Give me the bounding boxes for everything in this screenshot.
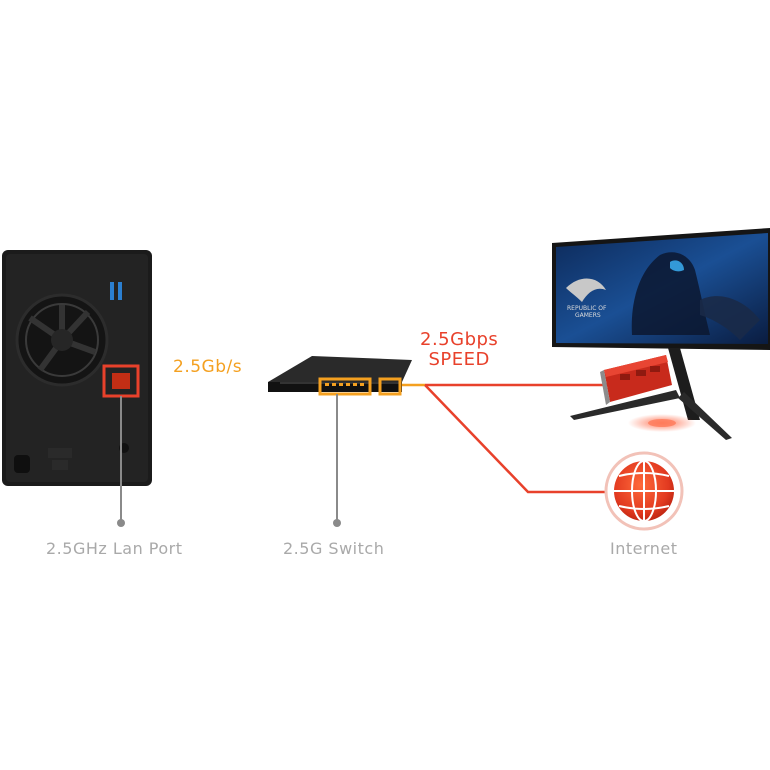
network-switch-icon	[268, 356, 412, 392]
nas-device-icon	[2, 250, 152, 486]
monitor-logo-line-1: REPUBLIC OF	[567, 305, 607, 312]
lan-port-label: 2.5GHz Lan Port	[46, 539, 183, 558]
switch-leader	[333, 394, 341, 527]
switch-to-internet-cable	[424, 384, 610, 494]
switch-port-highlight	[318, 377, 402, 396]
pc-link-speed-line-1: 2.5Gbps	[420, 329, 499, 350]
pc-link-speed-line-2: SPEED	[428, 349, 490, 370]
switch-label: 2.5G Switch	[283, 539, 385, 558]
pc-link-speed-label: 2.5Gbps SPEED	[420, 330, 498, 370]
pcie-network-card-icon	[600, 355, 672, 405]
globe-icon	[604, 451, 684, 531]
nas-link-speed-label: 2.5Gb/s	[173, 357, 243, 377]
gaming-monitor-icon	[552, 228, 770, 440]
internet-label: Internet	[610, 539, 678, 558]
monitor-logo-line-2: GAMERS	[575, 312, 601, 319]
monitor-logo-text: REPUBLIC OF GAMERS	[567, 305, 606, 319]
lan-port-leader	[117, 396, 125, 527]
